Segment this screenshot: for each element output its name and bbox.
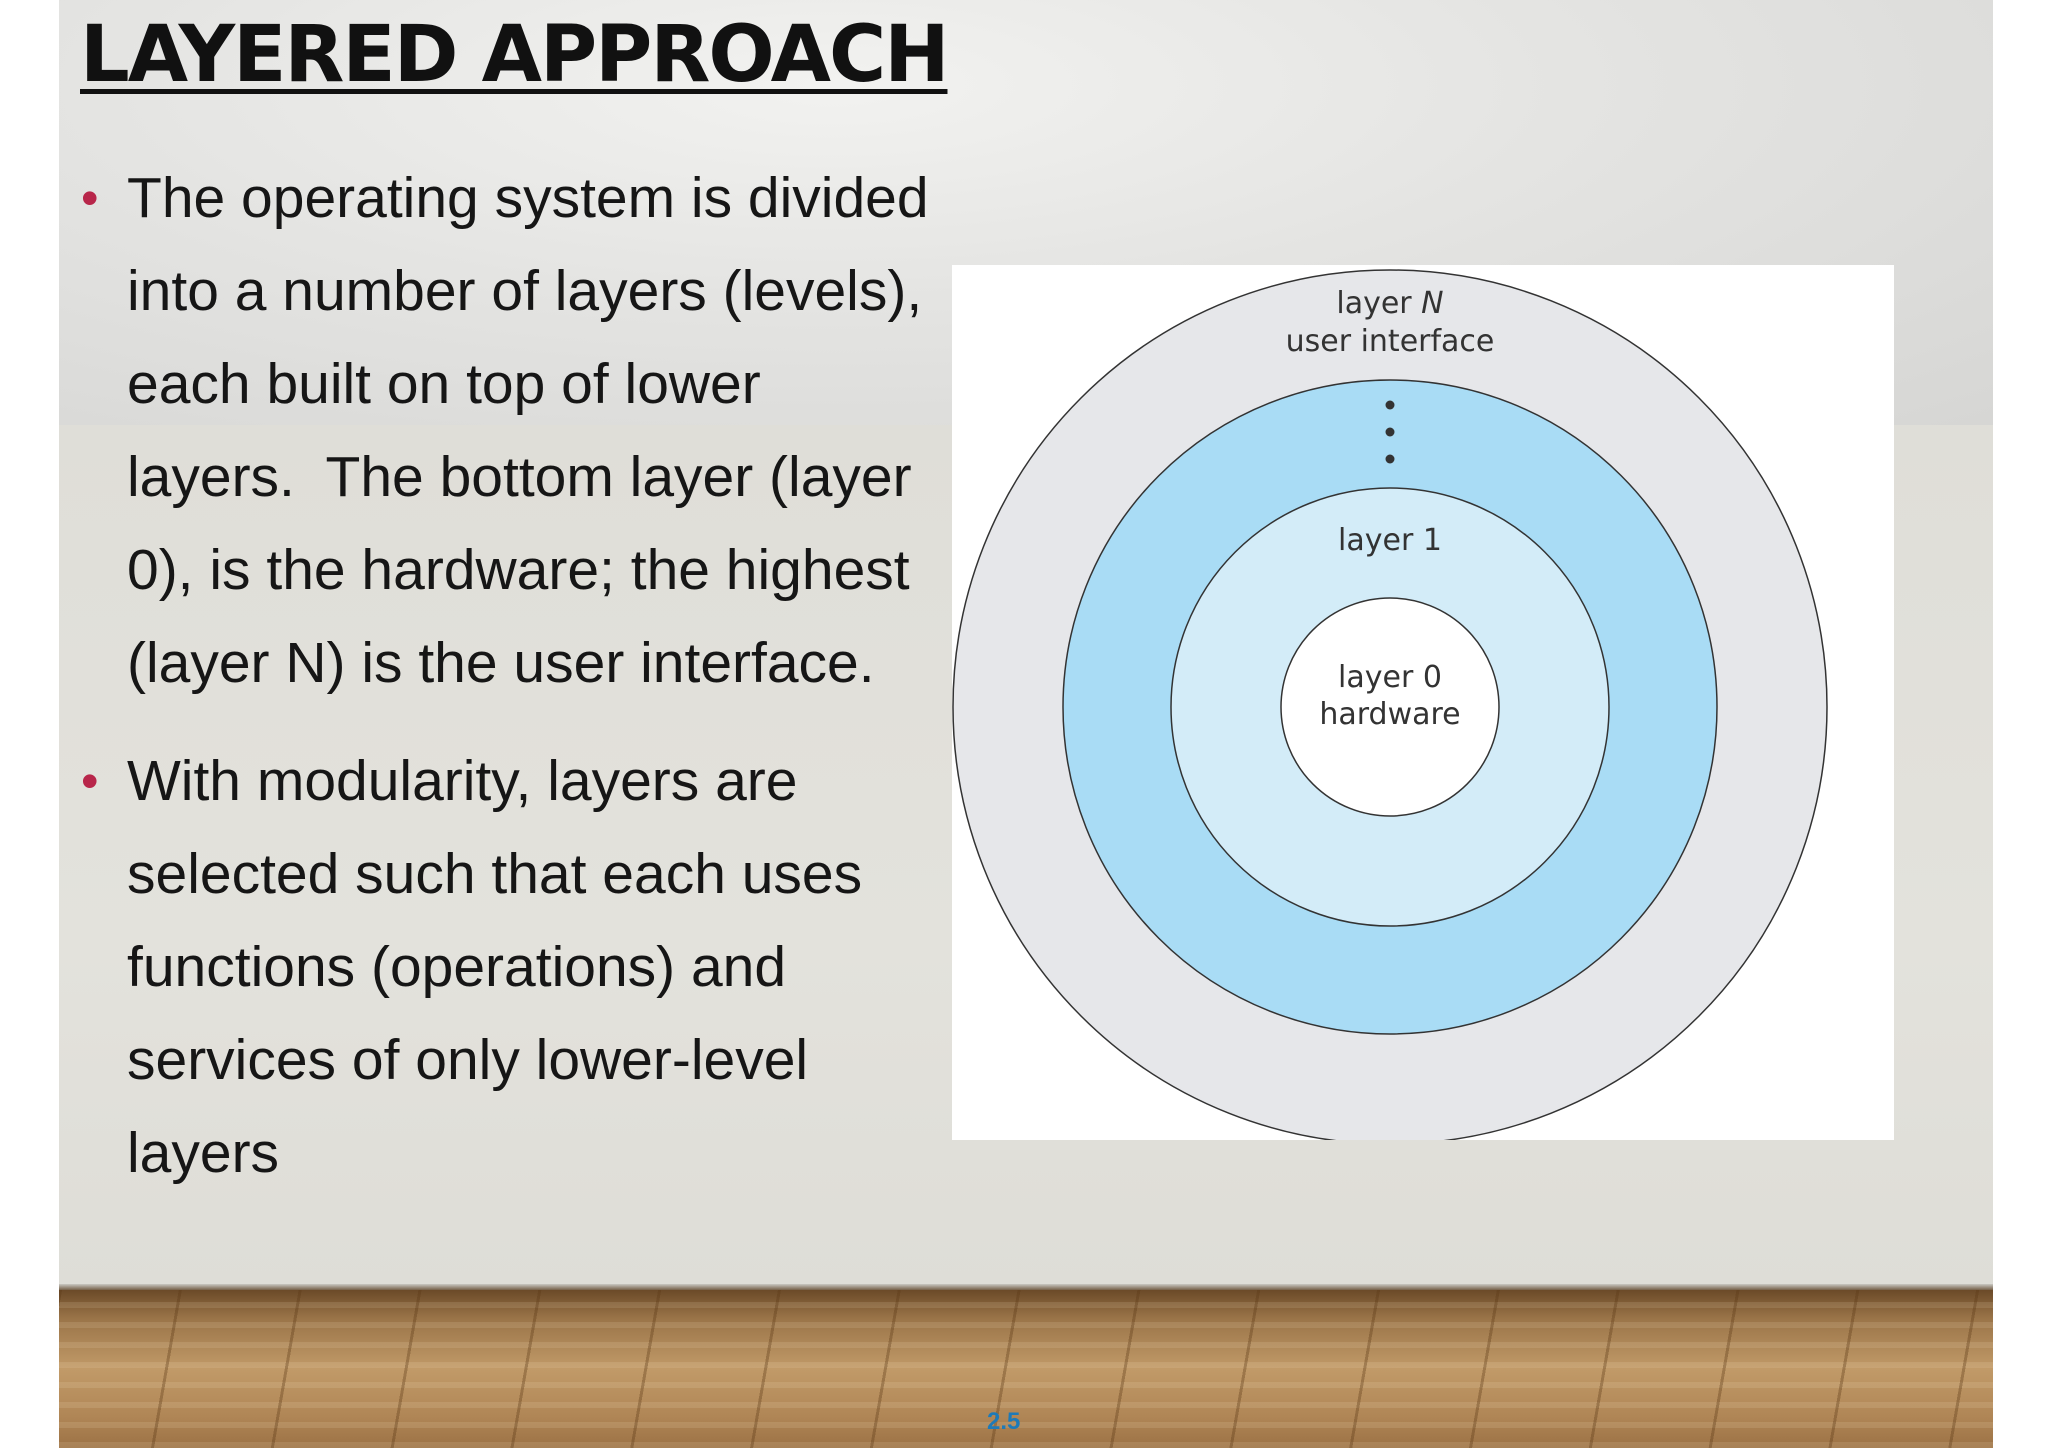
- bullet-list: • The operating system is divided into a…: [59, 152, 989, 1225]
- bullet-line: (layer N) is the user interface.: [127, 631, 875, 695]
- bullet-line: With modularity, layers are: [127, 749, 798, 813]
- layer-n-label: layer N: [1336, 286, 1443, 321]
- slide: LAYERED APPROACH • The operating system …: [59, 0, 1993, 1448]
- bullet-line: layers. The bottom layer (layer: [127, 445, 912, 509]
- bullet-line: 0), is the hardware; the highest: [127, 538, 910, 602]
- bullet-line: layers: [127, 1121, 280, 1185]
- layers-diagram: layer N user interface layer 1 layer 0 h…: [952, 265, 1894, 1140]
- ellipsis-dot: [1385, 454, 1395, 464]
- slide-title: LAYERED APPROACH: [80, 10, 949, 100]
- layer-0-description: hardware: [1319, 697, 1460, 732]
- bullet-line: each built on top of lower: [127, 352, 761, 416]
- bullet-line: functions (operations) and: [127, 935, 787, 999]
- layer-1-label: layer 1: [1338, 523, 1442, 558]
- bullet-line: into a number of layers (levels),: [127, 259, 923, 323]
- bullet-item: • With modularity, layers are selected s…: [59, 735, 989, 1200]
- bullet-line: The operating system is divided: [127, 166, 929, 230]
- floor-edge: [59, 1284, 1993, 1292]
- layer-0-label: layer 0: [1338, 660, 1442, 695]
- page-number: 2.5: [987, 1408, 1021, 1435]
- layers-diagram-svg: layer N user interface layer 1 layer 0 h…: [952, 269, 1828, 1140]
- bullet-icon: •: [81, 753, 99, 809]
- ellipsis-dot: [1385, 427, 1395, 437]
- bullet-icon: •: [81, 170, 99, 226]
- bullet-item: • The operating system is divided into a…: [59, 152, 989, 710]
- ellipsis-dot: [1385, 400, 1395, 410]
- bullet-line: selected such that each uses: [127, 842, 863, 906]
- ring-layer-0: [1280, 597, 1500, 817]
- bullet-line: services of only lower-level: [127, 1028, 809, 1092]
- layer-n-description: user interface: [1286, 324, 1495, 359]
- wooden-floor: [59, 1290, 1993, 1448]
